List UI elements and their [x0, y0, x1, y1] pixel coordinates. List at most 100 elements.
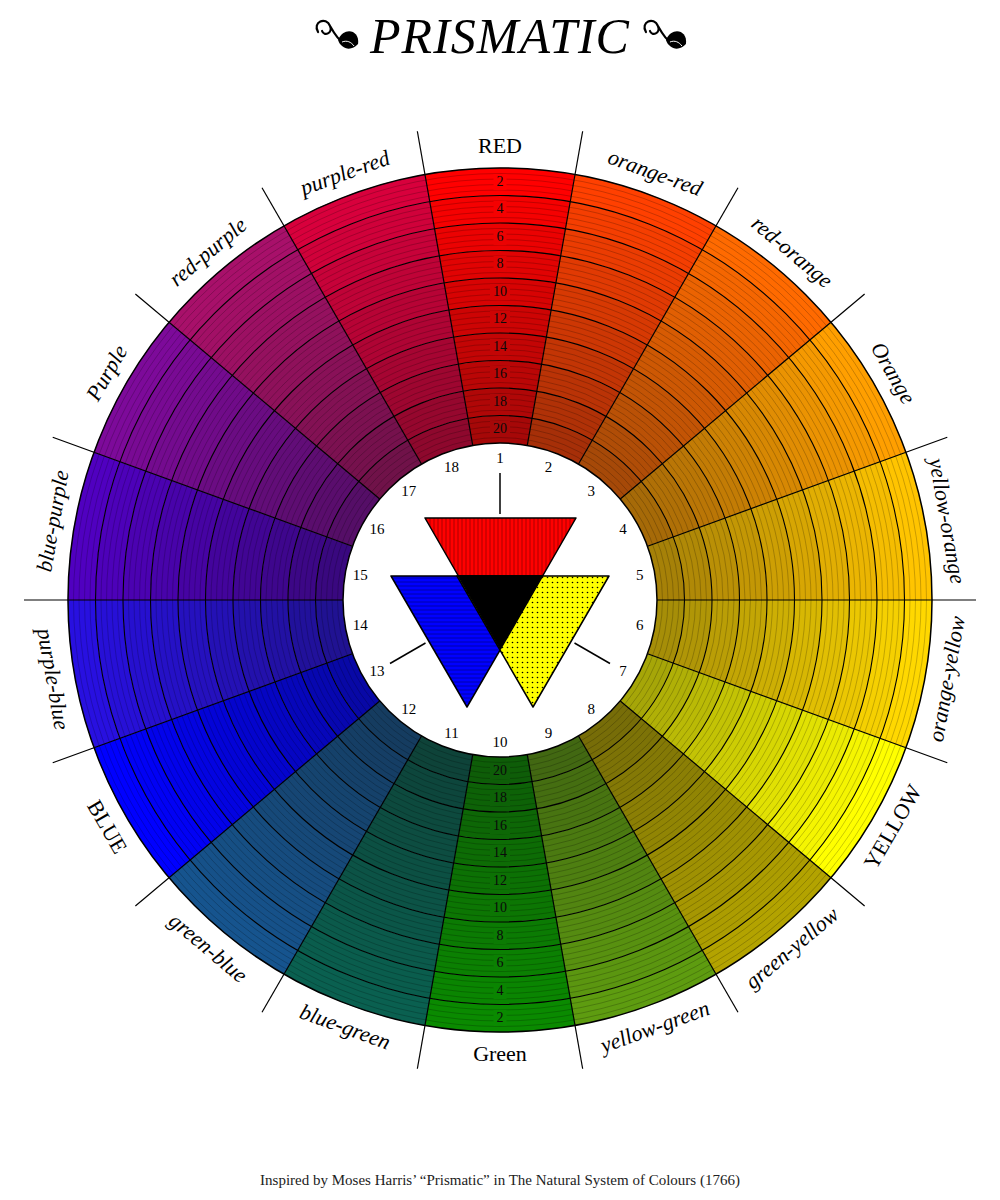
dial-number: 2: [545, 459, 553, 474]
ring-number: 2: [494, 174, 507, 190]
hue-name: orange-yellow: [925, 614, 969, 743]
hue-name: yellow-orange: [925, 457, 969, 586]
color-band: [463, 388, 537, 418]
primary-pointer: [574, 643, 610, 664]
sector-divider: [648, 437, 948, 546]
sector-divider: [24, 599, 343, 600]
ring-line: [283, 383, 718, 818]
dial-number: 8: [588, 701, 596, 716]
ring-number: 14: [490, 845, 510, 861]
black-overlap: [458, 576, 542, 649]
ring-line: [332, 432, 668, 768]
ring-number: 4: [494, 983, 507, 999]
sector-divider: [53, 654, 353, 763]
sector-divider: [417, 131, 472, 445]
ring-line: [294, 394, 707, 807]
dial-number: 17: [401, 484, 416, 499]
ring-line: [305, 405, 696, 796]
ring-number: 10: [490, 284, 510, 300]
ring-line: [316, 416, 685, 785]
color-band: [463, 782, 537, 812]
ring-number: 8: [494, 256, 507, 272]
wheel: [24, 131, 976, 1069]
hue-name: purple-blue: [33, 626, 72, 731]
ring-line: [327, 427, 674, 774]
hue-name: Green: [473, 1043, 527, 1065]
fleuron: [644, 21, 686, 49]
ring-line: [299, 399, 701, 801]
color-band: [454, 836, 547, 867]
primary-pointer: [499, 473, 501, 514]
sector-divider: [579, 736, 739, 1012]
ring-number: 18: [490, 790, 510, 806]
inner-dial: [343, 443, 657, 757]
hue-name: RED: [478, 135, 522, 157]
title: PRISMATIC: [370, 11, 630, 61]
sector-divider: [262, 188, 422, 464]
dial-number: 5: [636, 568, 644, 583]
ring-line: [310, 410, 690, 790]
fleuron-vein: [670, 41, 682, 46]
color-band: [458, 809, 541, 840]
ring-line: [338, 438, 663, 763]
sector-divider: [417, 755, 472, 1069]
color-band: [458, 361, 541, 392]
dial-number: 14: [353, 617, 368, 632]
fleuron-vein: [342, 41, 354, 46]
ring-line: [321, 421, 679, 779]
ring-number: 10: [490, 900, 510, 916]
primary-pointer: [390, 643, 426, 664]
hue-name: blue-purple: [33, 469, 72, 574]
ring-number: 20: [490, 763, 510, 779]
dial-number: 18: [444, 459, 459, 474]
sector-divider: [620, 701, 864, 906]
yellow-triangle: [457, 576, 609, 707]
color-band: [468, 755, 532, 785]
sector-divider: [527, 755, 582, 1069]
dial-number: 12: [401, 701, 416, 716]
dial-number: 11: [444, 726, 458, 741]
sector-divider: [657, 599, 976, 600]
sector-divider: [53, 437, 353, 546]
dial-number: 3: [588, 484, 596, 499]
ring-line: [288, 388, 712, 812]
color-band: [449, 863, 551, 895]
ring-number: 20: [490, 421, 510, 437]
ring-number: 12: [490, 873, 510, 889]
sector-divider: [648, 654, 948, 763]
ring-number: 16: [490, 366, 510, 382]
sector-divider: [527, 131, 582, 445]
dial-number: 10: [493, 735, 508, 750]
fleuron-leaf: [338, 31, 358, 48]
ring-number: 6: [494, 229, 507, 245]
ring-line: [277, 377, 723, 823]
sector-divider: [135, 701, 379, 906]
dial-number: 1: [496, 451, 504, 466]
color-band: [468, 416, 532, 446]
ring-number: 2: [494, 1010, 507, 1026]
fleuron-leaf: [666, 31, 686, 48]
color-band: [454, 333, 547, 364]
ring-number: 16: [490, 818, 510, 834]
dial-number: 7: [619, 664, 627, 679]
dial-number: 13: [370, 664, 385, 679]
primary-triangles: [391, 518, 609, 707]
dial-number: 9: [545, 726, 553, 741]
sector-divider: [135, 294, 379, 499]
sector-divider: [262, 736, 422, 1012]
fleuron: [317, 21, 359, 49]
color-band: [449, 305, 551, 337]
caption: Inspired by Moses Harris’ “Prismatic” in…: [260, 1173, 740, 1188]
dial-number: 16: [370, 522, 385, 537]
sector-divider: [620, 294, 864, 499]
ring-number: 18: [490, 394, 510, 410]
sector-divider: [579, 188, 739, 464]
ring-number: 12: [490, 311, 510, 327]
dial-number: 15: [353, 568, 368, 583]
ring-number: 8: [494, 928, 507, 944]
dial-number: 4: [619, 522, 627, 537]
ring-number: 6: [494, 955, 507, 971]
ring-number: 4: [494, 201, 507, 217]
ring-number: 14: [490, 339, 510, 355]
